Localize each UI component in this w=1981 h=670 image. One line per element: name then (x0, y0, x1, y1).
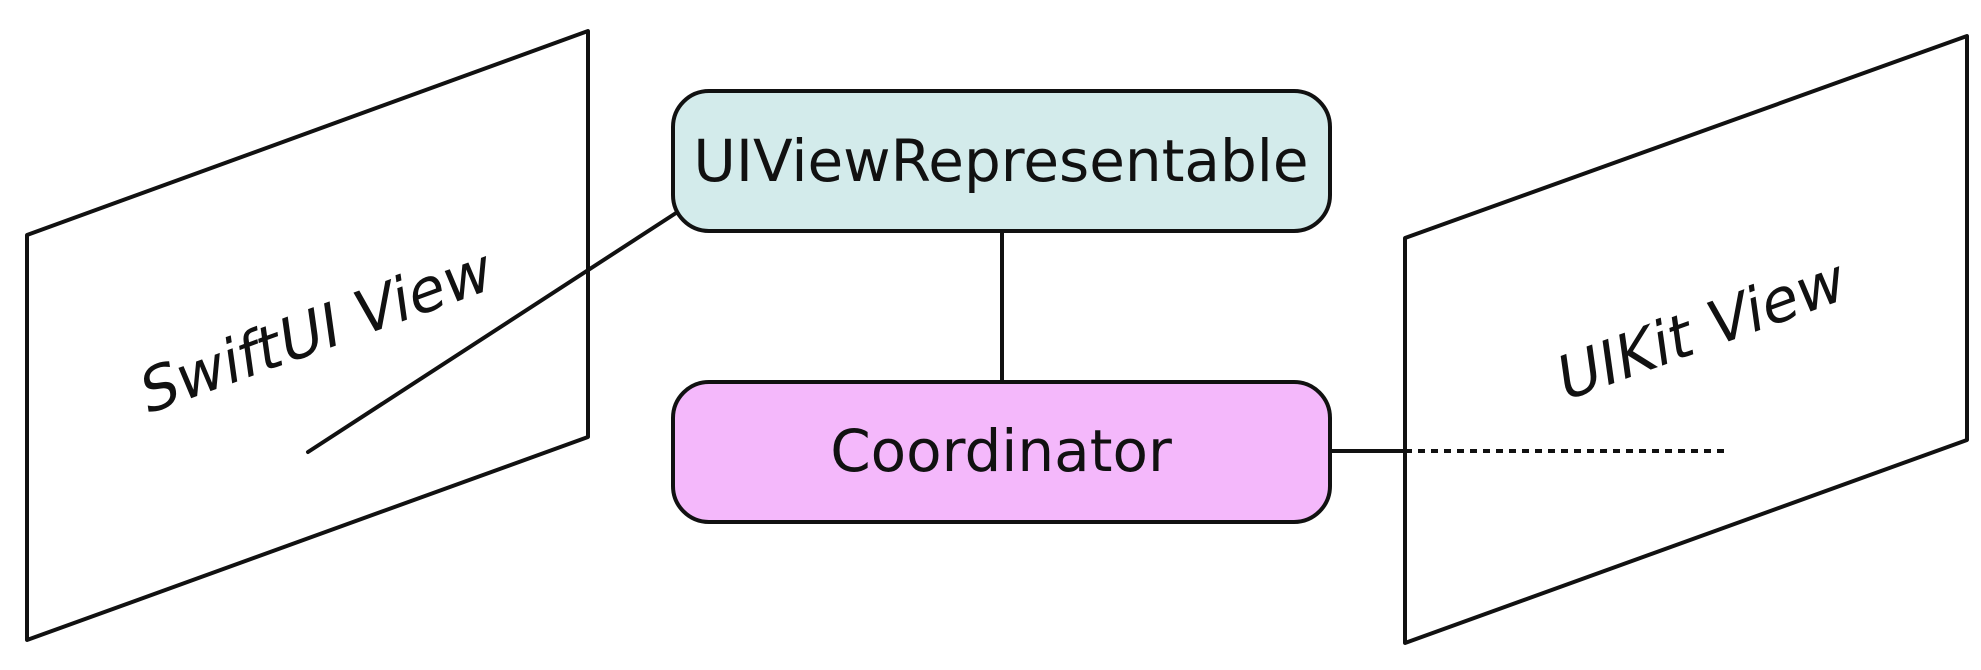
swiftui-view-plane-frame (25, 29, 590, 642)
coordinator-box (671, 380, 1332, 524)
uikit-view-plane-frame (1403, 34, 1969, 645)
coordinator-node: Coordinator (671, 380, 1332, 524)
uikit-view-plane: UIKit View (1403, 34, 1969, 645)
uiviewrepresentable-label: UIViewRepresentable (693, 127, 1308, 195)
swiftui-view-plane: SwiftUI View (25, 29, 590, 642)
uiviewrepresentable-box (671, 89, 1332, 233)
representable-to-swiftui-connector (306, 211, 678, 454)
uiviewrepresentable-node: UIViewRepresentable (671, 89, 1332, 233)
coordinator-label: Coordinator (830, 417, 1172, 485)
